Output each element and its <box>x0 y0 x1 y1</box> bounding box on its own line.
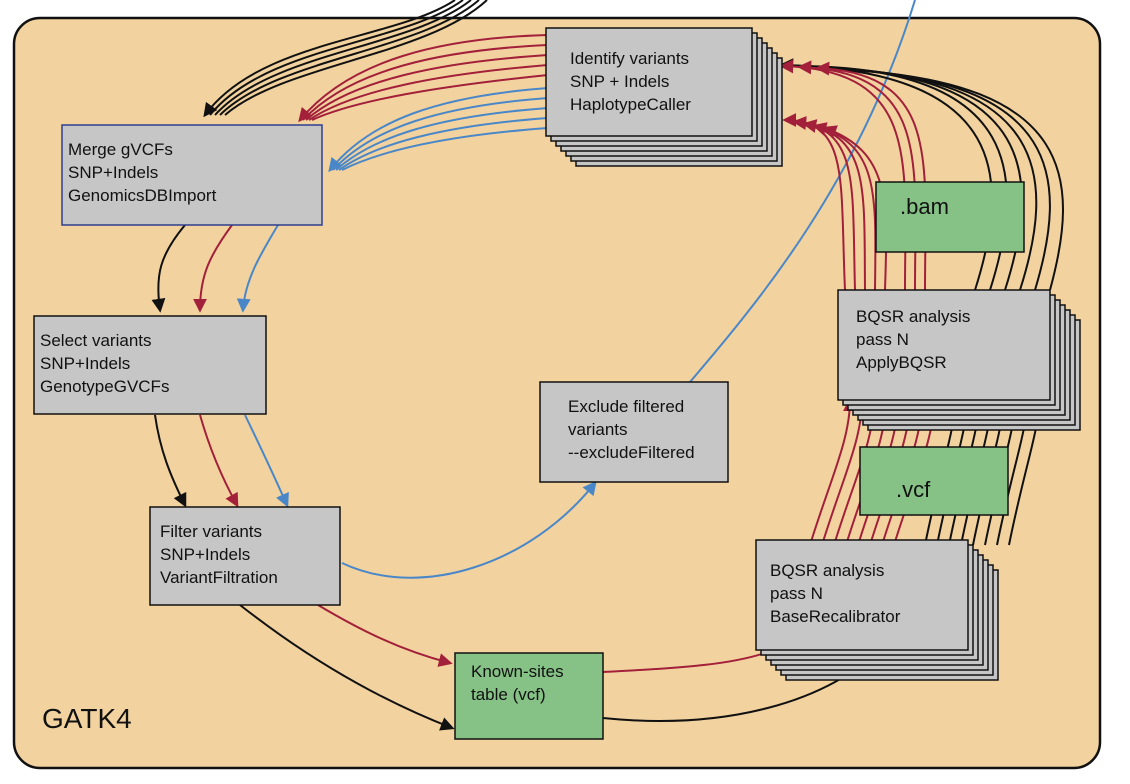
node-filter-box <box>149 506 341 606</box>
node-recal: BQSR analysis pass N BaseRecalibrator <box>755 539 999 681</box>
panel-label: GATK4 <box>42 703 132 734</box>
node-merge-line-2: SNP+Indels <box>68 163 158 182</box>
node-apply-line-1: BQSR analysis <box>856 307 970 326</box>
node-apply-line-2: pass N <box>856 330 909 349</box>
node-bam: .bam <box>875 181 1025 253</box>
node-exclude-line-2: variants <box>568 420 628 439</box>
node-recal-line-3: BaseRecalibrator <box>770 607 901 626</box>
node-merge-box <box>61 124 323 226</box>
node-select-line-2: SNP+Indels <box>40 354 130 373</box>
red-identify-to-merge <box>298 34 549 123</box>
input-bundle-black <box>203 0 488 118</box>
select-to-filter-blue <box>244 414 289 508</box>
select-to-filter-black <box>154 414 187 508</box>
node-known-line-1: Known-sites <box>471 662 564 681</box>
blue-identify-to-merge <box>328 87 549 173</box>
node-filter-line-3: VariantFiltration <box>160 568 278 587</box>
node-vcf-box <box>859 446 1009 516</box>
filter-to-known-red <box>317 604 453 667</box>
node-merge-line-3: GenomicsDBImport <box>68 186 217 205</box>
node-filter: Filter variantsSNP+IndelsVariantFiltrati… <box>149 506 341 606</box>
filter-to-known-black <box>239 604 455 731</box>
node-select-box <box>33 315 267 415</box>
node-exclude-line-1: Exclude filtered <box>568 397 684 416</box>
merge-to-select-black <box>151 224 186 313</box>
exclude-to-output-blue <box>689 0 916 383</box>
node-select-line-3: GenotypeGVCFs <box>40 377 169 396</box>
node-known-box <box>454 652 604 740</box>
node-exclude-box <box>539 381 729 483</box>
node-exclude: Exclude filtered variants --excludeFiltere… <box>539 381 729 483</box>
node-vcf: .vcf <box>859 446 1009 516</box>
select-to-filter-red <box>199 414 239 508</box>
node-identify-line-3: HaplotypeCaller <box>570 95 691 114</box>
node-select-line-1: Select variants <box>40 331 152 350</box>
merge-to-select-red <box>193 224 233 313</box>
node-recal-line-1: BQSR analysis <box>770 561 884 580</box>
node-identify-box <box>545 27 753 137</box>
node-filter-line-1: Filter variants <box>160 522 262 541</box>
node-bam-label: .bam <box>900 194 949 219</box>
node-vcf-label: .vcf <box>896 477 931 502</box>
node-bam-box <box>875 181 1025 253</box>
node-identify-line-1: Identify variants <box>570 49 689 68</box>
node-merge-line-1: Merge gVCFs <box>68 140 173 159</box>
node-known: Known-sites table (vcf) <box>454 652 604 740</box>
node-apply-line-3: ApplyBQSR <box>856 353 947 372</box>
node-known-line-2: table (vcf) <box>471 685 546 704</box>
node-apply-box <box>837 289 1051 401</box>
node-filter-line-2: SNP+Indels <box>160 545 250 564</box>
filter-to-exclude-blue <box>341 480 597 579</box>
node-recal-box <box>755 539 969 651</box>
node-exclude-line-3: --excludeFiltered <box>568 443 695 462</box>
node-recal-line-2: pass N <box>770 584 823 603</box>
merge-to-select-blue <box>236 224 279 313</box>
node-apply: BQSR analysis pass N ApplyBQSR <box>837 289 1081 431</box>
node-identify-line-2: SNP + Indels <box>570 72 669 91</box>
